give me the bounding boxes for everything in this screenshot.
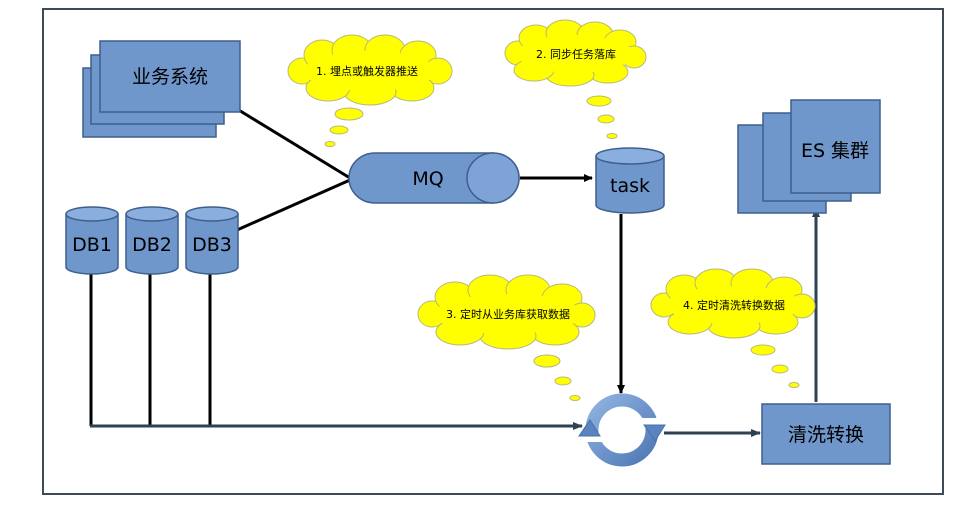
mq-node: MQ bbox=[348, 152, 520, 204]
es-cluster-node: ES 集群 bbox=[737, 99, 881, 214]
connectors bbox=[89, 107, 625, 426]
cloud-step4: 4. 定时清洗转换数据 bbox=[650, 268, 816, 388]
cloud-step2: 2. 同步任务落库 bbox=[504, 19, 647, 139]
step3-text: 3. 定时从业务库获取数据 bbox=[446, 307, 570, 321]
mq-label: MQ bbox=[412, 168, 443, 190]
step1-text: 1. 埋点或触发器推送 bbox=[316, 64, 418, 78]
db3-node: DB3 bbox=[185, 206, 239, 275]
es-cluster-label: ES 集群 bbox=[801, 140, 869, 162]
business-system-node: 业务系统 bbox=[82, 40, 241, 138]
cloud-step1: 1. 埋点或触发器推送 bbox=[287, 34, 453, 147]
sync-cycle-icon bbox=[576, 393, 668, 467]
db2-node: DB2 bbox=[125, 206, 179, 275]
step4-text: 4. 定时清洗转换数据 bbox=[683, 298, 785, 312]
db1-label: DB1 bbox=[72, 234, 112, 256]
clean-transform-label: 清洗转换 bbox=[788, 424, 864, 446]
task-node: task bbox=[595, 147, 665, 214]
db3-label: DB3 bbox=[192, 234, 232, 256]
task-label: task bbox=[610, 175, 650, 197]
cloud-step3: 3. 定时从业务库获取数据 bbox=[417, 274, 596, 401]
line-business-to-mq bbox=[236, 107, 351, 180]
db2-label: DB2 bbox=[132, 234, 172, 256]
line-db3-to-mq bbox=[236, 178, 351, 232]
clean-transform-node: 清洗转换 bbox=[761, 403, 891, 465]
step2-text: 2. 同步任务落库 bbox=[536, 48, 616, 61]
business-system-label: 业务系统 bbox=[132, 66, 208, 88]
db1-node: DB1 bbox=[65, 206, 119, 275]
